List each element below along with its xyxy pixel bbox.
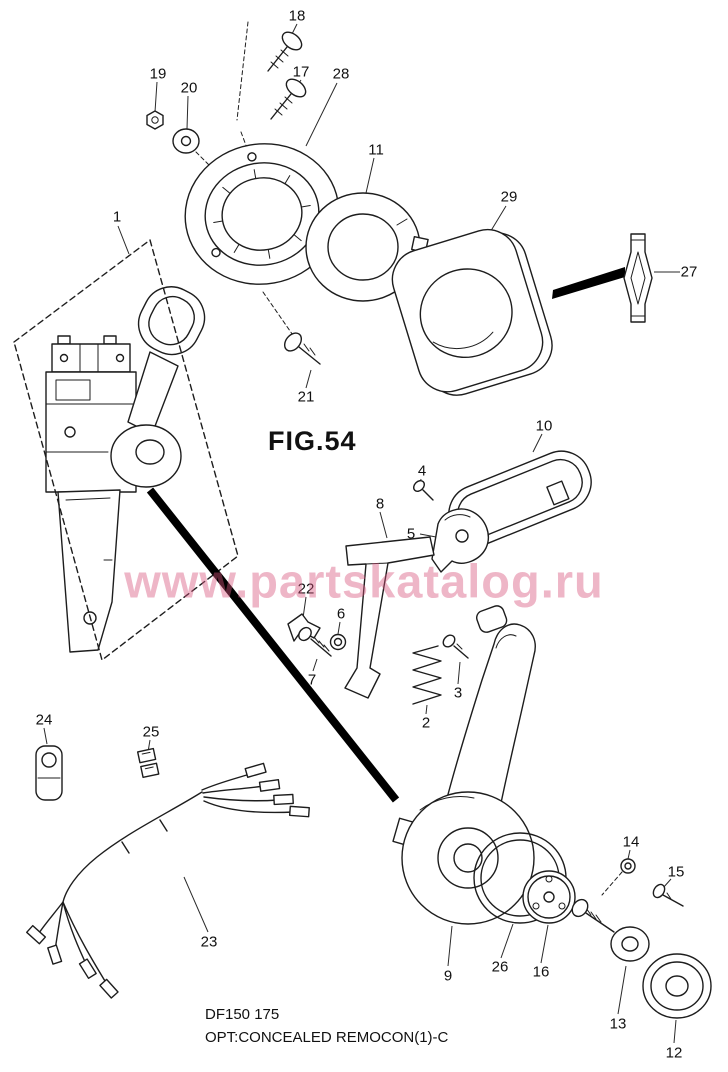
part-number-22: 22: [297, 580, 315, 598]
part-number-21: 21: [297, 388, 315, 406]
part-17-screw: [270, 78, 307, 120]
part-8-bracket: [344, 536, 435, 699]
part-2-spring: [412, 645, 442, 705]
part-number-17: 17: [292, 63, 310, 81]
part-6-nut: [329, 633, 347, 651]
part-15-screw: [652, 883, 684, 907]
part-21-screw: [283, 332, 321, 365]
part-number-24: 24: [35, 711, 53, 729]
part-5-latch: [431, 508, 490, 573]
leader-lines: [43, 23, 680, 1044]
part-14-washer: [620, 858, 636, 874]
part-number-8: 8: [375, 495, 385, 513]
part-number-11: 11: [368, 141, 384, 159]
part-12-knob: [642, 953, 712, 1019]
part-number-19: 19: [149, 65, 167, 83]
part-number-12: 12: [665, 1044, 683, 1062]
part-number-25: 25: [142, 723, 160, 741]
part-number-27: 27: [680, 263, 698, 281]
pointer-to-part-27: [552, 267, 625, 299]
part-7-bolt: [298, 626, 332, 657]
figure-title: FIG.54: [268, 426, 357, 456]
part-number-13: 13: [609, 1015, 627, 1033]
part-number-14: 14: [622, 833, 640, 851]
part-number-2: 2: [421, 714, 431, 732]
part-number-10: 10: [535, 417, 553, 435]
part-number-26: 26: [491, 958, 509, 976]
part-13-shaft: [571, 898, 650, 962]
part-9-control-body: [392, 605, 536, 925]
part-number-15: 15: [667, 863, 685, 881]
part-4-screw: [412, 479, 434, 501]
part-number-16: 16: [532, 963, 550, 981]
part-1-remote-control: [45, 286, 206, 653]
part-number-28: 28: [332, 65, 350, 83]
part-27-clip: [623, 233, 653, 323]
part-number-4: 4: [417, 462, 427, 480]
part-1-box: [13, 239, 239, 661]
part-10-handle-grip: [448, 450, 592, 546]
pointer-line-part-1: [146, 487, 400, 803]
part-number-29: 29: [500, 188, 518, 206]
part-number-5: 5: [406, 525, 416, 543]
part-3-screw: [442, 634, 469, 659]
part-20-washer: [172, 128, 200, 154]
part-24-connector: [35, 745, 63, 801]
part-number-20: 20: [180, 79, 198, 97]
part-25-clip: [136, 747, 160, 779]
footer-model: DF150 175: [205, 1006, 280, 1023]
part-number-6: 6: [336, 605, 346, 623]
part-23-wiring-harness: [26, 762, 310, 999]
part-29-pad: [391, 228, 553, 396]
part-18-screw: [267, 31, 303, 72]
footer-caption: OPT:CONCEALED REMOCON(1)-C: [205, 1029, 449, 1046]
part-number-1: 1: [112, 208, 122, 226]
part-number-3: 3: [453, 684, 463, 702]
part-11-retainer-ring: [305, 192, 429, 302]
part-number-18: 18: [288, 7, 306, 25]
part-16-disc: [522, 870, 576, 924]
part-number-9: 9: [443, 967, 453, 985]
part-number-7: 7: [307, 671, 317, 689]
part-number-23: 23: [200, 933, 218, 951]
part-19-nut: [146, 110, 164, 130]
